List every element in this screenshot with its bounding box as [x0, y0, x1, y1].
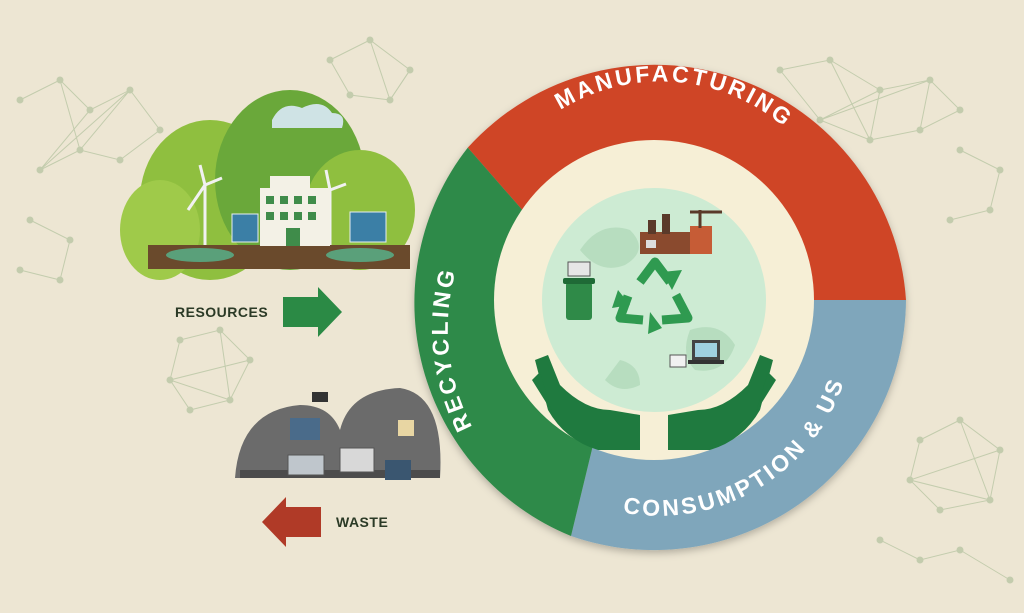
resources-label: RESOURCES — [175, 304, 268, 320]
resources-arrow — [283, 287, 342, 337]
resources-landscape — [120, 90, 415, 280]
landfill-icon — [235, 388, 441, 480]
solar-panel-icon — [231, 211, 387, 243]
recycle-arrowheads — [612, 270, 682, 334]
laptop-icon — [669, 340, 724, 368]
trash-bin-icon — [563, 261, 595, 320]
network-pattern — [16, 36, 1014, 584]
hands-icon — [532, 355, 776, 450]
building-icon — [260, 176, 330, 246]
factory-icon — [640, 210, 722, 254]
waste-label: WASTE — [336, 514, 388, 530]
waste-arrow — [262, 497, 321, 547]
